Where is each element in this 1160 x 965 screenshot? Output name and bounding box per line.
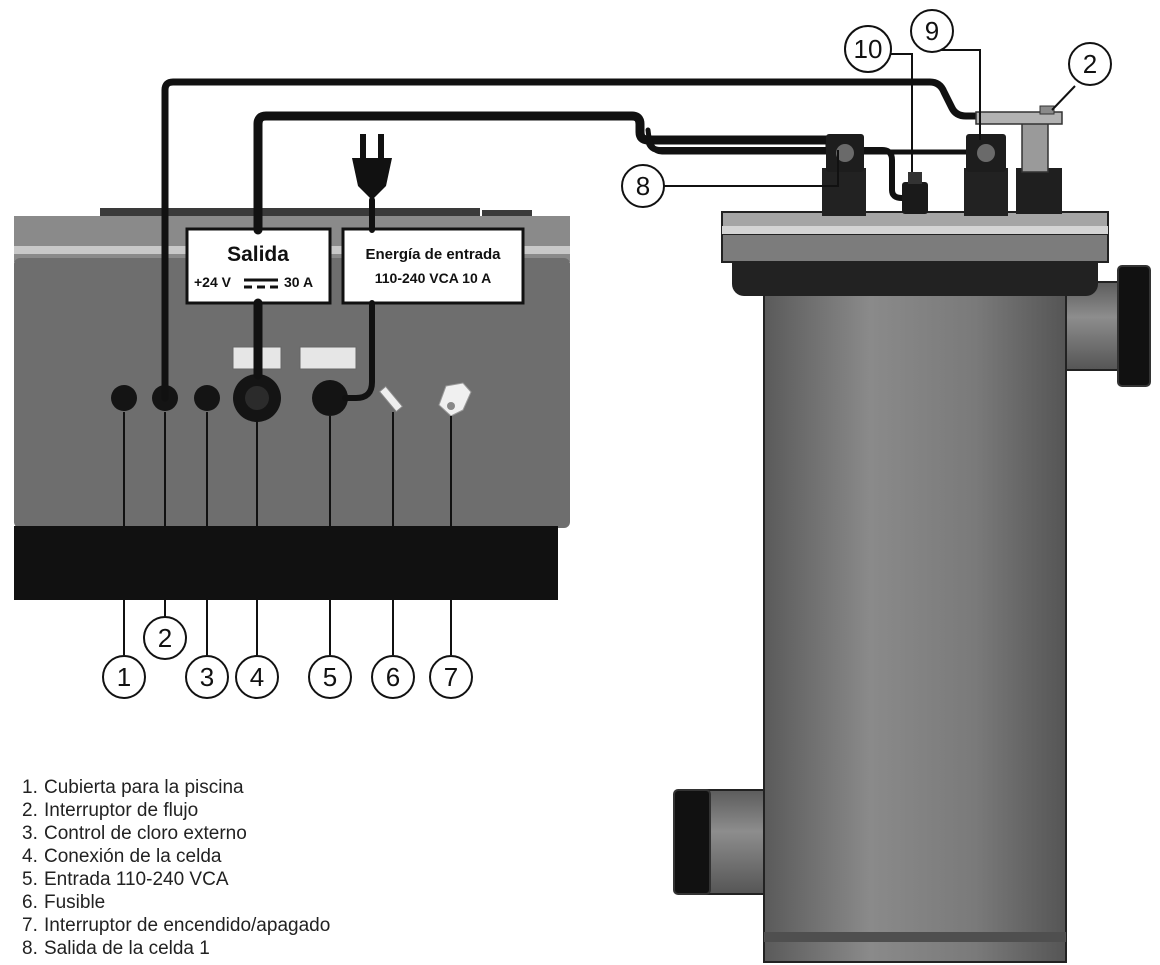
callout-10: 10 <box>844 25 892 73</box>
legend-text: Fusible <box>44 892 106 913</box>
enclosure-base <box>14 526 558 600</box>
cell-connection-port-inner <box>245 386 269 410</box>
callout-3: 3 <box>185 655 229 699</box>
callout-9: 9 <box>910 9 954 53</box>
svg-text:6: 6 <box>386 662 400 692</box>
legend-item: 8. Salida de la celda 1 <box>22 937 330 960</box>
pool-cover-port <box>111 385 137 411</box>
power-supply-unit: Salida +24 V 30 A Energía de entrada 110… <box>14 208 570 600</box>
svg-text:1: 1 <box>117 662 131 692</box>
callout-leaders <box>123 49 1076 655</box>
legend-text: Interruptor de flujo <box>44 800 199 821</box>
terminal-cell-2 <box>964 134 1008 216</box>
flow-switch-icon <box>975 105 1063 214</box>
legend-item: 4. Conexión de la celda <box>22 845 330 868</box>
callout-7: 7 <box>429 655 473 699</box>
legend-text: Entrada 110-240 VCA <box>44 869 229 890</box>
svg-text:2: 2 <box>158 623 172 653</box>
output-label-voltage: +24 V <box>194 274 232 290</box>
left-inlet-nut <box>673 789 711 895</box>
legend-text: Control de cloro externo <box>44 823 247 844</box>
cell-flange-band <box>722 226 1108 234</box>
svg-text:4: 4 <box>250 662 264 692</box>
cell-output-cable <box>253 111 835 235</box>
power-plug-icon <box>352 134 392 200</box>
callout-2-cell: 2 <box>1068 42 1112 86</box>
svg-text:9: 9 <box>925 16 939 46</box>
legend-text: Interruptor de encendido/apagado <box>44 915 331 936</box>
callout-1: 1 <box>102 655 146 699</box>
input-label-title: Energía de entrada <box>365 246 501 263</box>
svg-text:2: 2 <box>1083 49 1097 79</box>
callout-5: 5 <box>308 655 352 699</box>
legend-number: 6. <box>22 892 38 913</box>
legend-item: 5. Entrada 110-240 VCA <box>22 868 330 891</box>
legend-number: 5. <box>22 869 38 890</box>
enclosure-top-lip-right <box>482 210 532 220</box>
legend-text: Conexión de la celda <box>44 846 222 867</box>
power-input-port <box>312 380 348 416</box>
sensor-terminal <box>902 172 928 214</box>
legend-item: 6. Fusible <box>22 891 330 914</box>
svg-text:7: 7 <box>444 662 458 692</box>
legend-number: 3. <box>22 823 38 844</box>
left-inlet-pipe <box>699 789 775 895</box>
power-input-cable <box>342 197 375 401</box>
flow-switch-cable <box>161 78 1039 402</box>
enclosure-front-panel <box>14 258 570 528</box>
legend-item: 3. Control de cloro externo <box>22 822 330 845</box>
power-switch-icon <box>438 382 472 417</box>
output-label-current: 30 A <box>284 274 313 290</box>
callout-markers: 1 2 3 4 5 6 7 8 9 10 2 <box>102 9 1112 699</box>
power-input-sticker <box>299 346 357 370</box>
output-label-title: Salida <box>227 243 289 266</box>
cell-cylinder <box>763 257 1067 963</box>
right-outlet-nut <box>1117 265 1151 387</box>
legend-text: Cubierta para la piscina <box>44 777 244 798</box>
callout-2-panel: 2 <box>143 616 187 660</box>
legend-item: 2. Interruptor de flujo <box>22 799 330 822</box>
svg-text:10: 10 <box>854 34 883 64</box>
input-label-spec: 110-240 VCA 10 A <box>375 270 491 286</box>
legend-number: 1. <box>22 777 38 798</box>
external-chlorine-control-port <box>194 385 220 411</box>
terminal-cell-1 <box>822 134 866 216</box>
input-label-box <box>341 227 525 305</box>
output-label-box <box>185 227 332 305</box>
legend-number: 2. <box>22 800 38 821</box>
fuse-icon <box>378 385 404 413</box>
callout-6: 6 <box>371 655 415 699</box>
cables <box>161 78 1039 402</box>
sensor-cable <box>645 137 913 201</box>
cell-2-cable <box>645 127 983 155</box>
component-legend: 1. Cubierta para la piscina 2. Interruptor… <box>22 776 330 960</box>
cell-cylinder-base-ring <box>764 932 1066 942</box>
dc-symbol-icon <box>244 278 278 289</box>
legend-number: 8. <box>22 938 38 959</box>
svg-text:5: 5 <box>323 662 337 692</box>
legend-item: 1. Cubierta para la piscina <box>22 776 330 799</box>
svg-text:3: 3 <box>200 662 214 692</box>
legend-text: Salida de la celda 1 <box>44 938 210 959</box>
cell-flange-lower <box>721 231 1109 263</box>
svg-text:8: 8 <box>636 171 650 201</box>
callout-4: 4 <box>235 655 279 699</box>
legend-item: 7. Interruptor de encendido/apagado <box>22 914 330 937</box>
legend-number: 4. <box>22 846 38 867</box>
callout-8: 8 <box>621 164 665 208</box>
electrolytic-cell <box>673 105 1151 963</box>
legend-number: 7. <box>22 915 38 936</box>
